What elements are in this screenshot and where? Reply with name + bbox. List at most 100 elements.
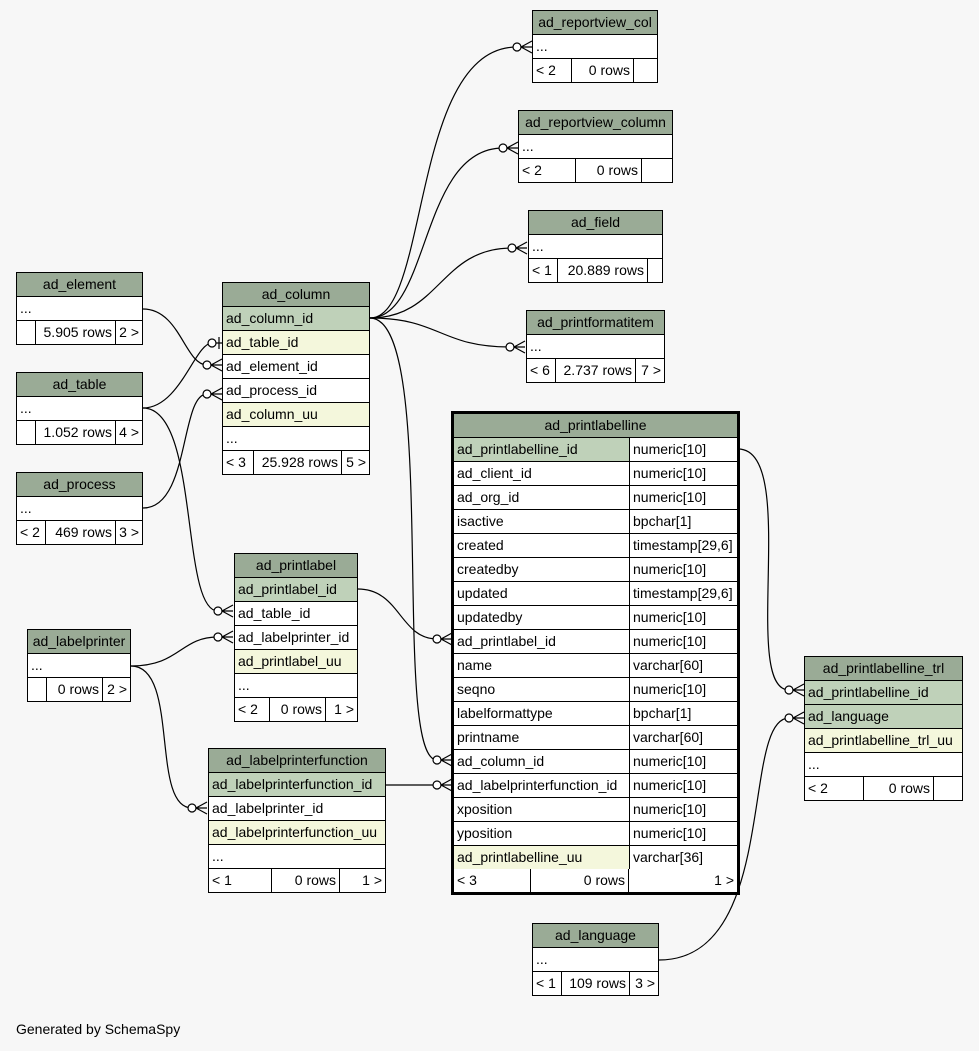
children-count[interactable]: 3 > <box>115 521 142 544</box>
generated-by-label: Generated by SchemaSpy <box>16 1021 181 1037</box>
column-type: timestamp[29,6] <box>629 534 737 557</box>
parents-count[interactable]: < 1 <box>212 872 232 888</box>
column-name: labelformattype <box>454 702 629 725</box>
children-count[interactable] <box>641 159 672 182</box>
column-name: updated <box>454 582 629 605</box>
table-ad-printlabel[interactable]: ad_printlabel ad_printlabel_id ad_table_… <box>234 553 358 722</box>
table-title[interactable]: ad_language <box>533 924 658 948</box>
parents-count[interactable]: < 2 <box>522 162 542 178</box>
table-footer: < 1 0 rows 1 > <box>209 869 385 892</box>
column-name: ad_org_id <box>454 486 629 509</box>
children-count[interactable]: 3 > <box>629 972 658 995</box>
column-type: numeric[10] <box>629 438 737 461</box>
children-count[interactable]: 2 > <box>102 678 130 701</box>
children-count[interactable]: 5 > <box>341 451 369 474</box>
column-type: bpchar[1] <box>629 702 737 725</box>
table-ad-process[interactable]: ad_process ... < 2 469 rows 3 > <box>16 472 143 545</box>
column-name: ad_printlabelline_id <box>454 438 629 461</box>
column-name: ad_printlabel_id <box>454 630 629 653</box>
table-footer: < 3 0 rows 1 > <box>454 869 737 892</box>
table-title[interactable]: ad_printlabelline_trl <box>805 657 962 681</box>
table-ad-reportview-col[interactable]: ad_reportview_col ... < 2 0 rows <box>532 10 658 83</box>
parents-count[interactable] <box>28 678 46 701</box>
table-title[interactable]: ad_reportview_col <box>533 11 657 35</box>
table-ad-labelprinter[interactable]: ad_labelprinter ... 0 rows 2 > <box>27 629 131 702</box>
table-ad-column[interactable]: ad_column ad_column_id ad_table_id ad_el… <box>222 282 370 475</box>
row-count: 0 rows <box>571 59 633 82</box>
children-count[interactable] <box>633 59 657 82</box>
parents-count[interactable]: < 2 <box>238 701 258 717</box>
parents-count[interactable]: < 2 <box>808 780 828 796</box>
row-count: 20.889 rows <box>557 259 647 282</box>
parents-count[interactable]: < 2 <box>536 62 556 78</box>
table-ad-printformatitem[interactable]: ad_printformatitem ... < 6 2.737 rows 7 … <box>526 310 665 383</box>
column-row: ad_printlabel_id <box>235 578 357 602</box>
column-name: ad_client_id <box>454 462 629 485</box>
table-title[interactable]: ad_element <box>17 273 142 297</box>
parents-count[interactable] <box>17 321 35 344</box>
edge-language-trl <box>658 717 790 961</box>
table-title[interactable]: ad_column <box>223 283 369 307</box>
children-count[interactable]: 7 > <box>635 359 664 382</box>
children-count[interactable] <box>647 259 662 282</box>
parents-count[interactable]: < 2 <box>20 524 40 540</box>
table-title[interactable]: ad_printformatitem <box>527 311 664 335</box>
children-count[interactable]: 1 > <box>628 869 737 892</box>
children-count[interactable]: 1 > <box>325 698 357 721</box>
edge-printlabelline-trl <box>737 448 790 691</box>
row-count: 0 rows <box>863 777 933 800</box>
table-footer: 5.905 rows 2 > <box>17 321 142 344</box>
children-count[interactable]: 4 > <box>115 421 142 444</box>
parents-count[interactable] <box>17 421 35 444</box>
table-ad-field[interactable]: ad_field ... < 1 20.889 rows <box>528 210 663 283</box>
column-name: xposition <box>454 798 629 821</box>
table-footer: < 2 0 rows <box>805 777 962 800</box>
table-ad-language[interactable]: ad_language ... < 1 109 rows 3 > <box>532 923 659 996</box>
ellipsis-row: ... <box>209 845 385 869</box>
parents-count[interactable]: < 3 <box>457 872 477 888</box>
table-title[interactable]: ad_field <box>529 211 662 235</box>
parents-count[interactable]: < 3 <box>226 454 246 470</box>
column-type: numeric[10] <box>629 630 737 653</box>
ellipsis-row: ... <box>533 35 657 59</box>
edge-labelprinter-printlabel <box>130 636 219 667</box>
parents-count[interactable]: < 1 <box>536 975 556 991</box>
children-count[interactable] <box>933 777 962 800</box>
column-type: varchar[60] <box>629 726 737 749</box>
parents-count[interactable]: < 1 <box>532 262 552 278</box>
row-count: 109 rows <box>561 972 629 995</box>
table-footer: < 2 0 rows 1 > <box>235 698 357 721</box>
table-ad-element[interactable]: ad_element ... 5.905 rows 2 > <box>16 272 143 345</box>
column-type: numeric[10] <box>629 798 737 821</box>
column-name: isactive <box>454 510 629 533</box>
table-ad-table[interactable]: ad_table ... 1.052 rows 4 > <box>16 372 143 445</box>
table-ad-printlabelline-trl[interactable]: ad_printlabelline_trl ad_printlabelline_… <box>804 656 963 801</box>
column-type: varchar[60] <box>629 654 737 677</box>
column-row: ad_printlabel_uu <box>235 650 357 674</box>
table-title[interactable]: ad_reportview_column <box>519 111 672 135</box>
edge-labelprinter-function <box>130 665 193 809</box>
table-title[interactable]: ad_table <box>17 373 142 397</box>
table-title[interactable]: ad_printlabelline <box>454 414 737 438</box>
row-count: 0 rows <box>575 159 641 182</box>
parents-count[interactable]: < 6 <box>530 362 550 378</box>
table-title[interactable]: ad_labelprinterfunction <box>209 749 385 773</box>
table-title[interactable]: ad_labelprinter <box>28 630 130 654</box>
table-title[interactable]: ad_printlabel <box>235 554 357 578</box>
row-count: 0 rows <box>46 678 102 701</box>
column-type: timestamp[29,6] <box>629 582 737 605</box>
table-title[interactable]: ad_process <box>17 473 142 497</box>
table-ad-labelprinterfunction[interactable]: ad_labelprinterfunction ad_labelprinterf… <box>208 748 386 893</box>
column-name: yposition <box>454 822 629 845</box>
children-count[interactable]: 2 > <box>115 321 142 344</box>
children-count[interactable]: 1 > <box>339 869 385 892</box>
table-ad-reportview-column[interactable]: ad_reportview_column ... < 2 0 rows <box>518 110 673 183</box>
table-footer: < 2 0 rows <box>533 59 657 82</box>
column-row: ad_printlabelline_trl_uu <box>805 729 962 753</box>
